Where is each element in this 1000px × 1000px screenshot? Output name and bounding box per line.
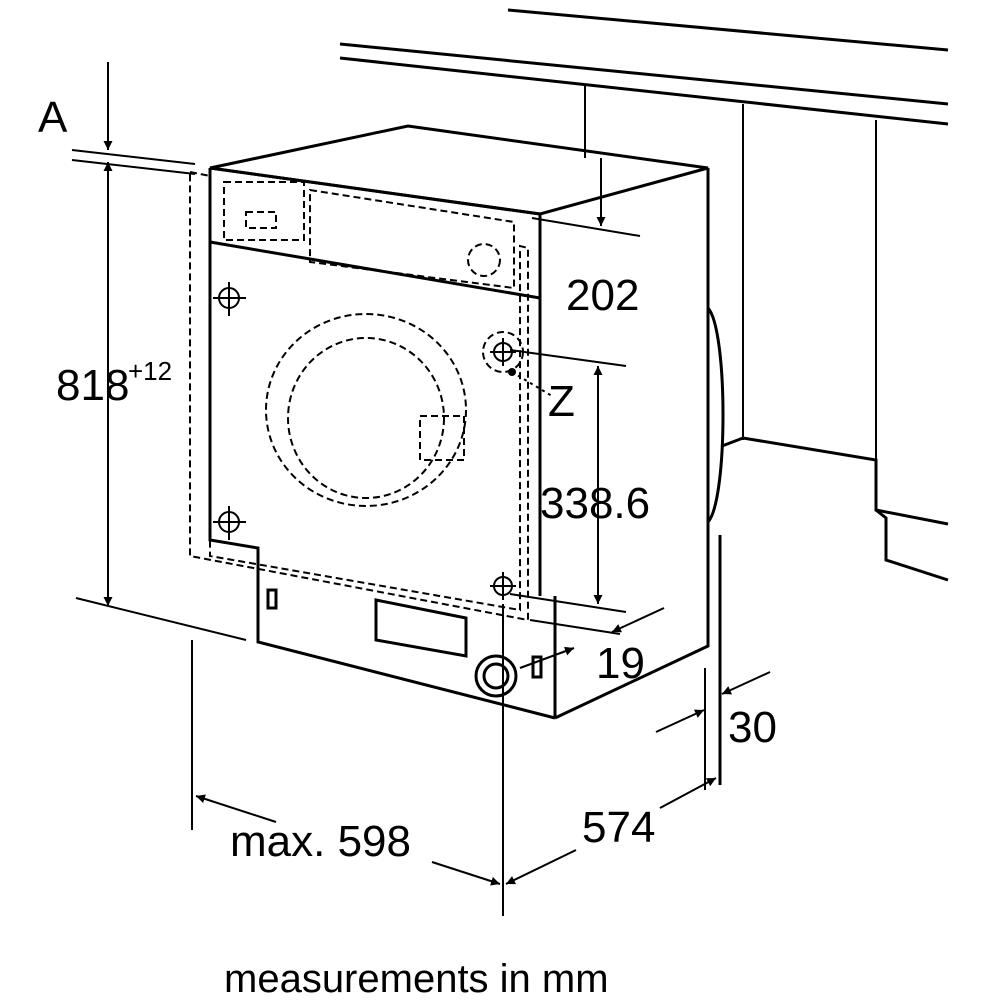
dim-19-arrow-b bbox=[519, 646, 575, 669]
z-leader bbox=[511, 371, 553, 397]
hinge-marker-bottom bbox=[213, 506, 246, 540]
dim-338-ext-bottom bbox=[509, 593, 627, 613]
drum-door-outer bbox=[265, 313, 467, 507]
dimension-labels: A 818 +12 202 Z 338.6 19 30 max. 598 574 bbox=[38, 93, 777, 866]
drum-door-inner bbox=[287, 337, 445, 499]
dim-30-arrow-a bbox=[655, 709, 705, 733]
service-flap-outer bbox=[474, 654, 518, 698]
cabinet-kick-line bbox=[875, 508, 949, 582]
side-hose-bulge bbox=[706, 306, 725, 524]
height-ext-top-1 bbox=[71, 149, 196, 165]
z-point bbox=[508, 368, 516, 376]
machine-side-outline bbox=[554, 168, 710, 720]
label-19: 19 bbox=[596, 639, 645, 688]
dim-574-line-right bbox=[659, 777, 717, 809]
diagram-caption: measurements in mm bbox=[224, 957, 609, 1000]
dim-30-arrow-b bbox=[721, 671, 771, 695]
label-max-598: max. 598 bbox=[230, 817, 411, 866]
dimension-lines bbox=[71, 62, 771, 916]
label-z: Z bbox=[548, 377, 575, 426]
worktop-bottom-line bbox=[339, 56, 949, 126]
label-a: A bbox=[38, 93, 68, 142]
height-ext-bottom bbox=[75, 597, 247, 641]
hinge-marker-top bbox=[213, 282, 246, 316]
height-ext-top-2 bbox=[71, 159, 196, 175]
dim-338-ext-top bbox=[509, 349, 627, 367]
dim-598-line-right bbox=[431, 861, 501, 886]
plinth-slot bbox=[266, 588, 278, 610]
label-height-tolerance: +12 bbox=[128, 356, 172, 386]
mount-point-bottom-right bbox=[490, 572, 516, 600]
dim-19-ext bbox=[529, 619, 621, 635]
machine-front-outline bbox=[208, 168, 556, 720]
machine-front-top-edge bbox=[209, 166, 541, 216]
cabinet-background bbox=[339, 8, 949, 582]
service-flap-inner bbox=[482, 662, 510, 690]
door-handle-zone bbox=[419, 415, 465, 461]
machine-top-face bbox=[209, 124, 709, 216]
dim-598-line-left bbox=[195, 794, 277, 823]
door-panel-dashed-outline bbox=[189, 170, 529, 622]
label-202: 202 bbox=[566, 271, 639, 320]
label-30: 30 bbox=[728, 703, 777, 752]
program-selector-zone bbox=[223, 181, 305, 241]
label-338-6: 338.6 bbox=[540, 479, 650, 528]
cabinet-plinth-line bbox=[721, 436, 949, 526]
dim-19-arrow-a bbox=[611, 607, 665, 633]
plinth-clip bbox=[531, 655, 543, 679]
label-height-818: 818 bbox=[56, 361, 129, 410]
display-zone bbox=[245, 211, 277, 229]
control-knob-zone bbox=[467, 243, 501, 277]
control-panel-zone bbox=[309, 188, 515, 290]
detergent-drawer-panel bbox=[374, 598, 468, 658]
mount-point-right bbox=[482, 331, 524, 373]
label-574: 574 bbox=[582, 803, 655, 852]
worktop-edge-line bbox=[507, 8, 949, 52]
dim-574-line-left bbox=[505, 849, 577, 885]
dim-202-ext bbox=[531, 217, 641, 237]
worktop-top-line bbox=[339, 42, 949, 106]
washing-machine bbox=[189, 124, 725, 785]
